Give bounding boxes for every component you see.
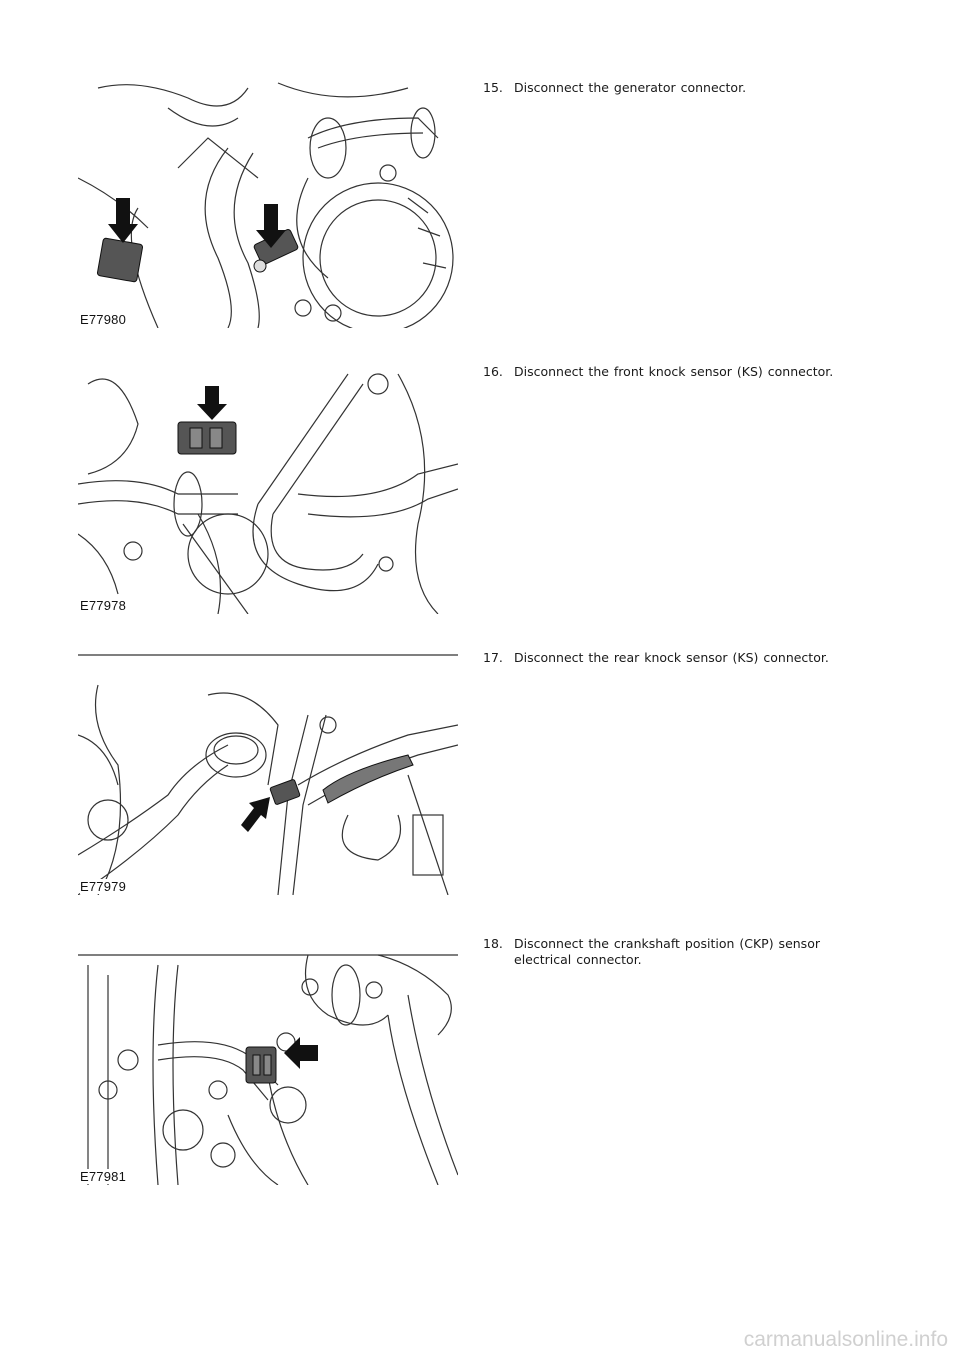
figure-label: E77978 [80, 598, 130, 613]
step-text: Disconnect the front knock sensor (KS) c… [514, 364, 834, 379]
figure-label: E77979 [80, 879, 130, 894]
watermark: carmanualsonline.info [743, 1328, 948, 1351]
engine-illustration [78, 654, 458, 895]
engine-illustration [78, 373, 458, 614]
step-text: Disconnect the rear knock sensor (KS) co… [514, 650, 829, 665]
step-number: 17. [483, 650, 503, 665]
figure-front-knock-sensor-connector: E77978 [78, 364, 458, 614]
step-number: 15. [483, 80, 503, 95]
step-number: 16. [483, 364, 503, 379]
step-text: Disconnect the generator connector. [514, 80, 747, 95]
figure-label: E77981 [80, 1169, 130, 1184]
figure-rear-knock-sensor-connector: E77979 [78, 645, 458, 895]
engine-illustration [78, 954, 458, 1185]
figure-label: E77980 [80, 312, 130, 327]
figure-generator-connector: E77980 [78, 78, 458, 328]
step-number: 18. [483, 936, 503, 951]
step-text: Disconnect the crankshaft position (CKP)… [514, 936, 820, 967]
figure-ckp-sensor-connector: E77981 [78, 935, 458, 1185]
engine-illustration [78, 82, 454, 328]
